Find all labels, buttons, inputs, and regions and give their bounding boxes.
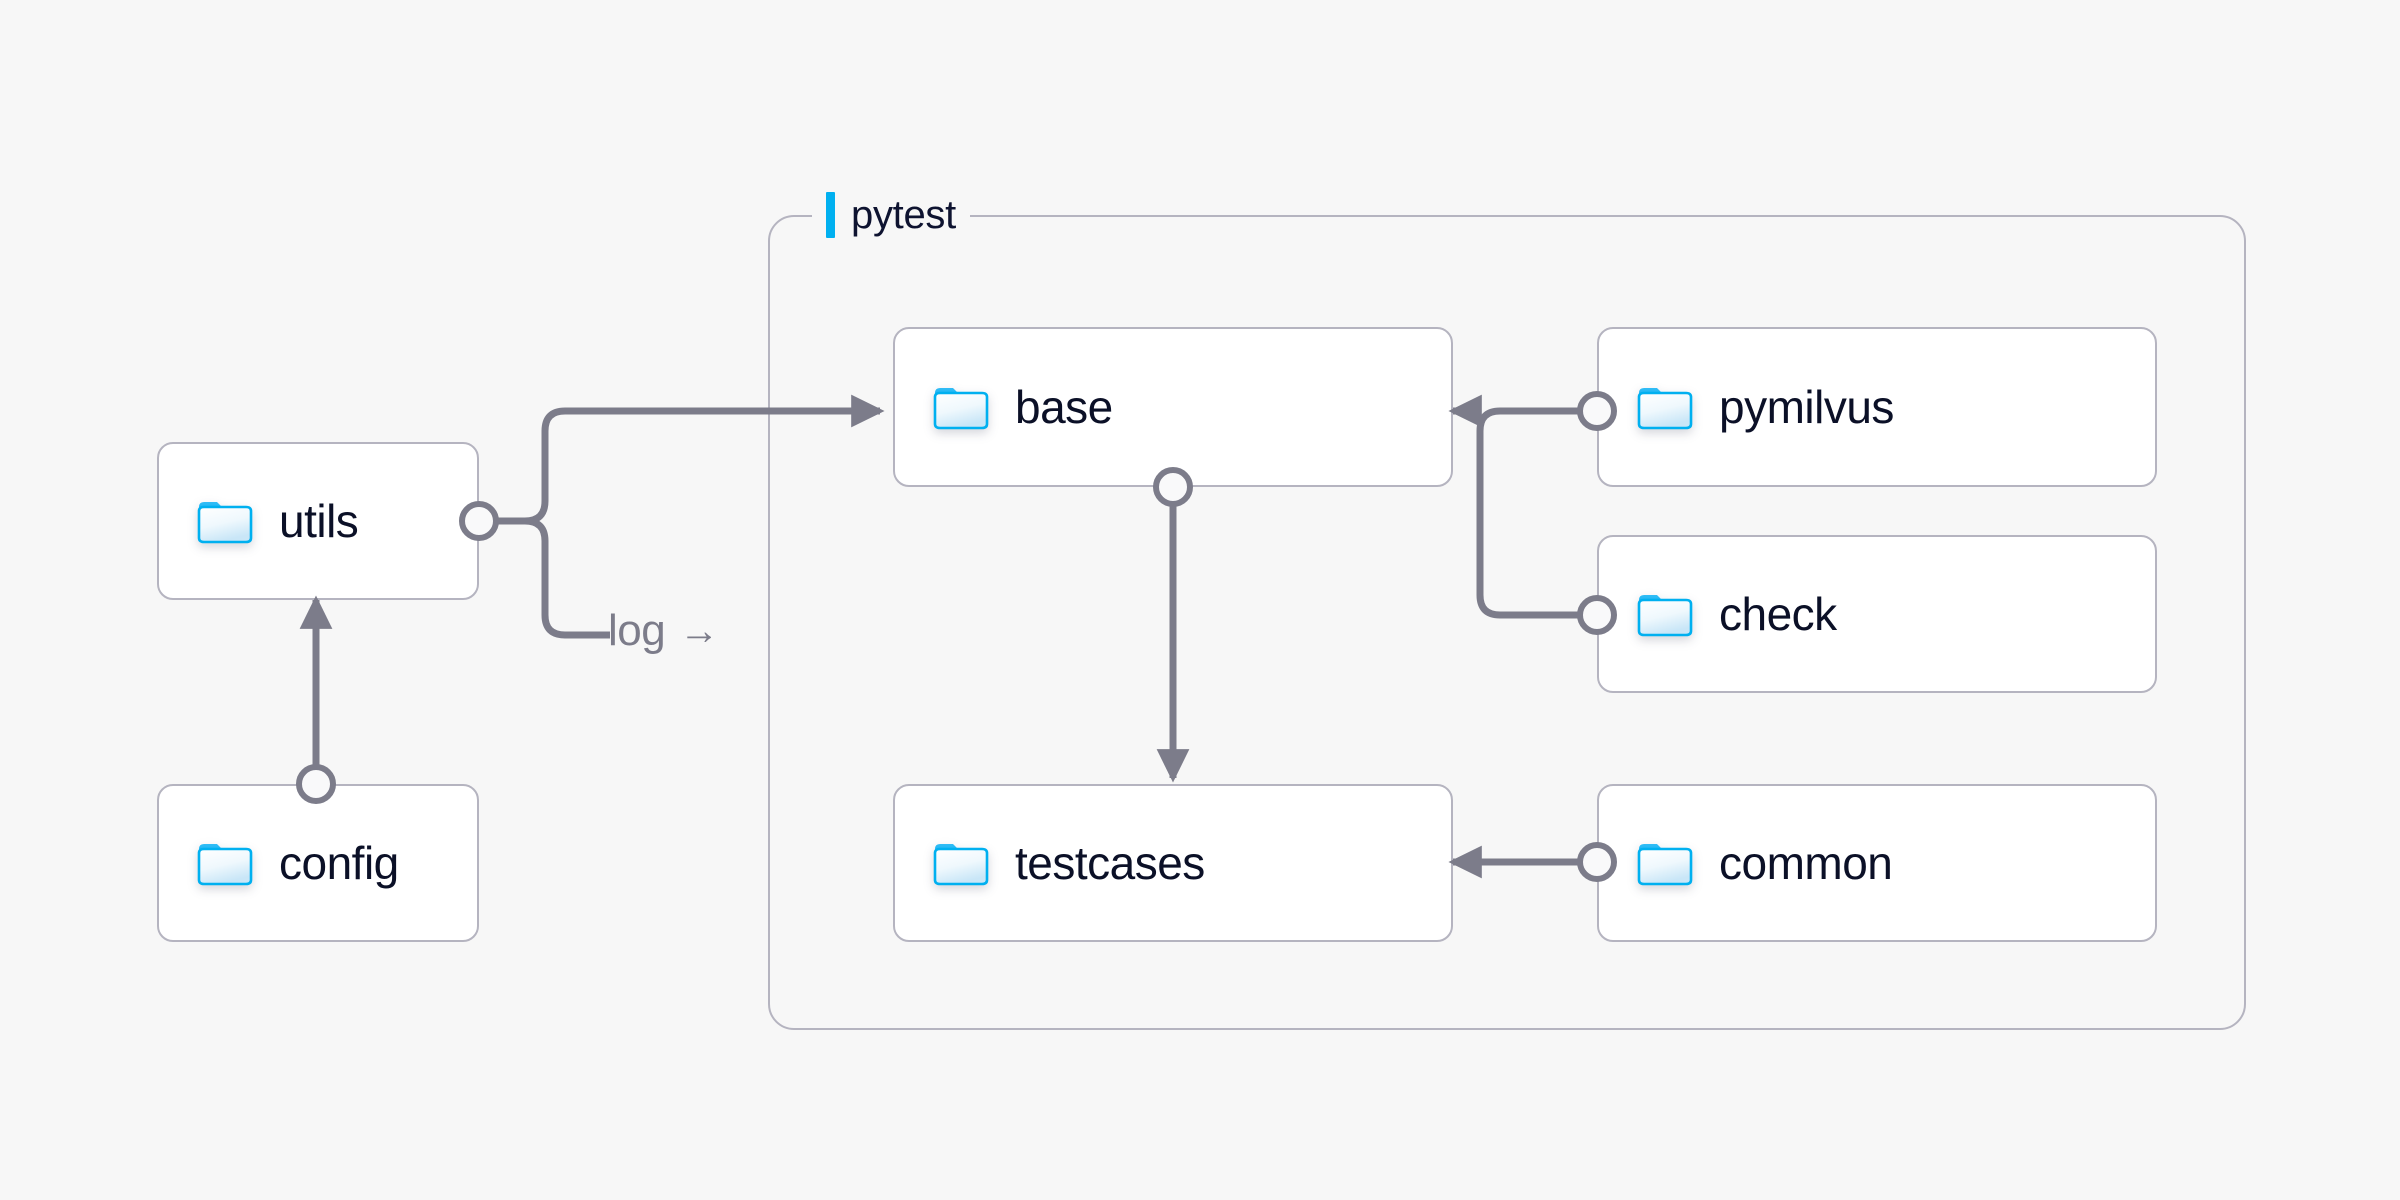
edge-label-log: log → — [608, 606, 719, 656]
node-label: pymilvus — [1719, 381, 1894, 433]
node-common[interactable]: common — [1597, 784, 2157, 942]
group-container-pytest — [768, 215, 2246, 1030]
node-config[interactable]: config — [157, 784, 479, 942]
node-testcases[interactable]: testcases — [893, 784, 1453, 942]
node-label: check — [1719, 588, 1837, 640]
accent-bar-icon — [826, 192, 835, 238]
node-label: common — [1719, 837, 1893, 889]
edge-config-to-utils — [296, 595, 336, 804]
node-pymilvus[interactable]: pymilvus — [1597, 327, 2157, 487]
node-label: config — [279, 837, 399, 889]
folder-icon — [933, 840, 989, 886]
node-label: base — [1015, 381, 1113, 433]
folder-icon — [1637, 840, 1693, 886]
edge-label-log-text: log — [608, 606, 666, 655]
node-base[interactable]: base — [893, 327, 1453, 487]
group-label-pytest: pytest — [812, 188, 970, 242]
node-utils[interactable]: utils — [157, 442, 479, 600]
arrow-right-icon: → — [679, 609, 719, 653]
folder-icon — [1637, 591, 1693, 637]
group-title: pytest — [851, 192, 956, 237]
edge-utils-log-out — [479, 517, 610, 639]
node-check[interactable]: check — [1597, 535, 2157, 693]
folder-icon — [197, 840, 253, 886]
folder-icon — [1637, 384, 1693, 430]
folder-icon — [933, 384, 989, 430]
folder-icon — [197, 498, 253, 544]
node-label: testcases — [1015, 837, 1205, 889]
node-label: utils — [279, 495, 359, 547]
